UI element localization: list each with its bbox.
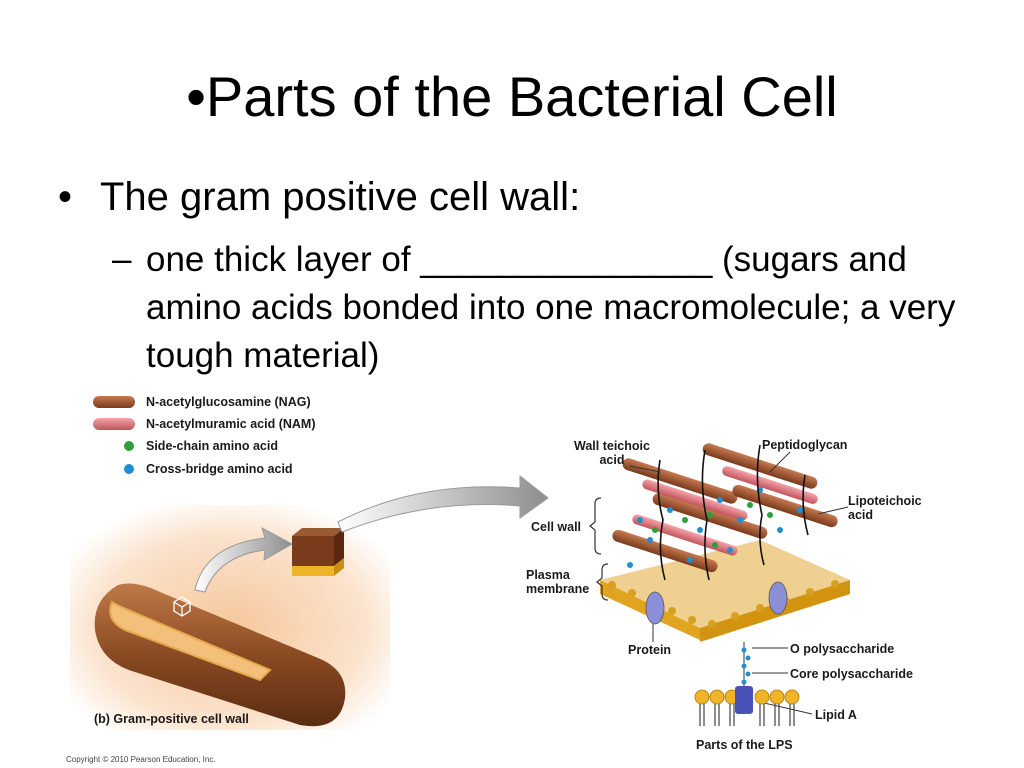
legend-side-chain-label: Side-chain amino acid — [146, 439, 278, 453]
bullet-marker: • — [58, 175, 73, 219]
figure-caption: (b) Gram-positive cell wall — [94, 712, 249, 726]
peptidoglycan-block — [600, 443, 850, 642]
lipoteichoic-leader — [817, 506, 849, 515]
lps-chain — [741, 647, 751, 685]
bullet-text: The gram positive cell wall: — [100, 175, 581, 219]
wall-teichoic-acid-label: Wall teichoic acid — [574, 439, 650, 467]
o-polysaccharide-label: O polysaccharide — [790, 642, 895, 656]
membrane-protein-right — [768, 581, 788, 615]
cell-wall-label: Cell wall — [531, 520, 582, 534]
lipid-a-label: Lipid A — [815, 708, 857, 722]
bullet-gram-positive: • The gram positive cell wall: — [58, 172, 580, 222]
legend-cross-bridge-label: Cross-bridge amino acid — [146, 462, 293, 476]
peptidoglycan-leader — [769, 451, 791, 473]
copyright-notice: Copyright © 2010 Pearson Education, Inc. — [66, 755, 216, 764]
zoom-arrow-large — [337, 474, 549, 533]
wall-teichoic-leader — [629, 465, 661, 473]
legend-nag-label: N-acetylglucosamine (NAG) — [146, 395, 311, 409]
legend-nag-icon — [93, 396, 135, 408]
wall-block-cap — [292, 528, 344, 536]
sub-bullet-text: one thick layer of _______________ (suga… — [146, 240, 956, 375]
sub-bullet-peptidoglycan: – one thick layer of _______________ (su… — [112, 236, 972, 380]
wall-block-top — [292, 536, 334, 566]
legend-nam-icon — [93, 418, 135, 430]
cube-outline-icon — [173, 596, 191, 617]
lipoteichoic-acid-label: Lipoteichoic acid — [848, 494, 922, 522]
slide-title: •Parts of the Bacterial Cell — [186, 65, 838, 128]
legend-side-chain-icon — [124, 441, 134, 451]
protein-label: Protein — [628, 643, 672, 657]
lipid-a-block — [735, 686, 753, 714]
plasma-membrane-bracket — [596, 563, 609, 601]
membrane-protein-left — [645, 591, 665, 625]
sub-bullet-marker: – — [112, 240, 132, 279]
lipid-a-leader — [759, 701, 813, 715]
plasma-membrane-label: Plasma membrane — [526, 568, 590, 596]
lipid-a-head-row — [694, 686, 800, 726]
peptidoglycan-label: Peptidoglycan — [762, 438, 848, 452]
legend-nam-label: N-acetylmuramic acid (NAM) — [146, 417, 316, 431]
wall-block-side — [334, 528, 344, 566]
legend-cross-bridge-icon — [124, 464, 134, 474]
cell-wall-bracket — [589, 497, 602, 555]
membrane-block-side — [334, 558, 344, 576]
parts-of-lps-label: Parts of the LPS — [696, 738, 793, 752]
membrane-block — [292, 566, 334, 576]
bacterium-cutaway — [109, 600, 272, 682]
cell-wall-diagram — [70, 396, 850, 730]
core-polysaccharide-label: Core polysaccharide — [790, 667, 913, 681]
